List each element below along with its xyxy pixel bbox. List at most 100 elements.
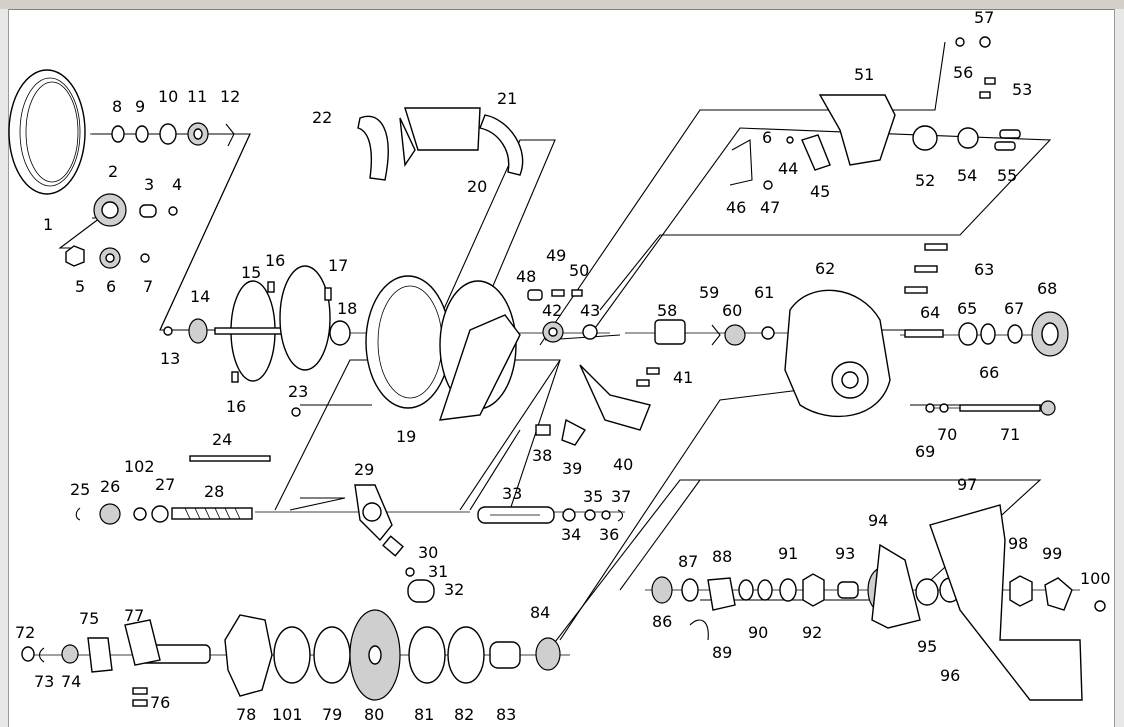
label-40: 40: [613, 455, 633, 474]
label-79: 79: [322, 705, 342, 724]
part-8-12: [111, 122, 235, 147]
toolbar-strip: [0, 0, 1124, 10]
label-90: 90: [748, 623, 768, 642]
label-73: 73: [34, 672, 54, 691]
label-52: 52: [915, 171, 935, 190]
window-right-edge: [1114, 9, 1124, 727]
label-18: 18: [337, 299, 357, 318]
label-39: 39: [562, 459, 582, 478]
window-left-edge: [0, 9, 9, 727]
label-30: 30: [418, 543, 438, 562]
label-64: 64: [920, 303, 940, 322]
label-1: 1: [43, 215, 53, 234]
parts: [8, 36, 1106, 707]
label-33: 33: [502, 484, 522, 503]
label-38: 38: [532, 446, 552, 465]
part-86-100-handle: [651, 504, 1106, 701]
label-8: 8: [112, 97, 122, 116]
label-6: 6: [106, 277, 116, 296]
label-101-left: 101: [272, 705, 303, 724]
part-58-61: [654, 319, 775, 346]
label-65: 65: [957, 299, 977, 318]
label-14: 14: [190, 287, 210, 306]
label-36: 36: [599, 525, 619, 544]
part-44-57-brake: [729, 36, 1021, 190]
label-23: 23: [288, 382, 308, 401]
label-44: 44: [778, 159, 798, 178]
label-55: 55: [997, 166, 1017, 185]
label-29: 29: [354, 460, 374, 479]
label-47: 47: [760, 198, 780, 217]
label-20: 20: [467, 177, 487, 196]
part-44-spring: [786, 136, 794, 144]
label-84: 84: [530, 603, 550, 622]
label-3: 3: [144, 175, 154, 194]
part-29-32-line-guide: [354, 484, 435, 603]
part-33-37: [477, 506, 624, 524]
label-21: 21: [497, 89, 517, 108]
label-60: 60: [722, 301, 742, 320]
label-16-bottom: 16: [226, 397, 246, 416]
label-69: 69: [915, 442, 935, 461]
label-32: 32: [444, 580, 464, 599]
part-24-pin: [189, 455, 271, 462]
label-7: 7: [143, 277, 153, 296]
label-96: 96: [940, 666, 960, 685]
label-76: 76: [150, 693, 170, 712]
label-26: 26: [100, 477, 120, 496]
part-62-side-plate: [784, 243, 948, 417]
label-24: 24: [212, 430, 232, 449]
label-51: 51: [854, 65, 874, 84]
part-78-84-drag-stack: [224, 609, 561, 701]
label-58: 58: [657, 301, 677, 320]
label-35: 35: [583, 487, 603, 506]
label-50: 50: [569, 261, 589, 280]
label-41: 41: [673, 368, 693, 387]
label-11: 11: [187, 87, 207, 106]
label-48: 48: [516, 267, 536, 286]
label-68: 68: [1037, 279, 1057, 298]
label-42: 42: [542, 301, 562, 320]
label-57: 57: [974, 8, 994, 27]
label-59: 59: [699, 283, 719, 302]
label-87: 87: [678, 552, 698, 571]
label-45: 45: [810, 182, 830, 201]
label-63: 63: [974, 260, 994, 279]
label-22: 22: [312, 108, 332, 127]
label-92: 92: [802, 623, 822, 642]
label-81: 81: [414, 705, 434, 724]
label-98: 98: [1008, 534, 1028, 553]
part-19-frame: [291, 275, 521, 421]
label-70: 70: [937, 425, 957, 444]
label-75: 75: [79, 609, 99, 628]
label-9: 9: [135, 97, 145, 116]
label-83: 83: [496, 705, 516, 724]
label-97: 97: [957, 475, 977, 494]
label-74: 74: [61, 672, 81, 691]
label-80: 80: [364, 705, 384, 724]
label-5: 5: [75, 277, 85, 296]
label-71: 71: [1000, 425, 1020, 444]
part-38-41: [535, 364, 660, 446]
label-2: 2: [108, 162, 118, 181]
part-20-22: [357, 107, 524, 181]
part-72-77-pinion: [21, 619, 211, 707]
part-25-28-worm: [75, 503, 253, 525]
label-12: 12: [220, 87, 240, 106]
label-89: 89: [712, 643, 732, 662]
label-61: 61: [754, 283, 774, 302]
part-number-labels: 1 2 3 4 5 6 7 8 9 10 11 12 13 14 15 16 1…: [15, 8, 1111, 724]
label-93: 93: [835, 544, 855, 563]
part-42-50: [527, 289, 598, 343]
label-67: 67: [1004, 299, 1024, 318]
label-17: 17: [328, 256, 348, 275]
label-16-top: 16: [265, 251, 285, 270]
label-49: 49: [546, 246, 566, 265]
label-37: 37: [611, 487, 631, 506]
part-69-71-shaft: [925, 400, 1056, 416]
label-78: 78: [236, 705, 256, 724]
label-99: 99: [1042, 544, 1062, 563]
label-10: 10: [158, 87, 178, 106]
